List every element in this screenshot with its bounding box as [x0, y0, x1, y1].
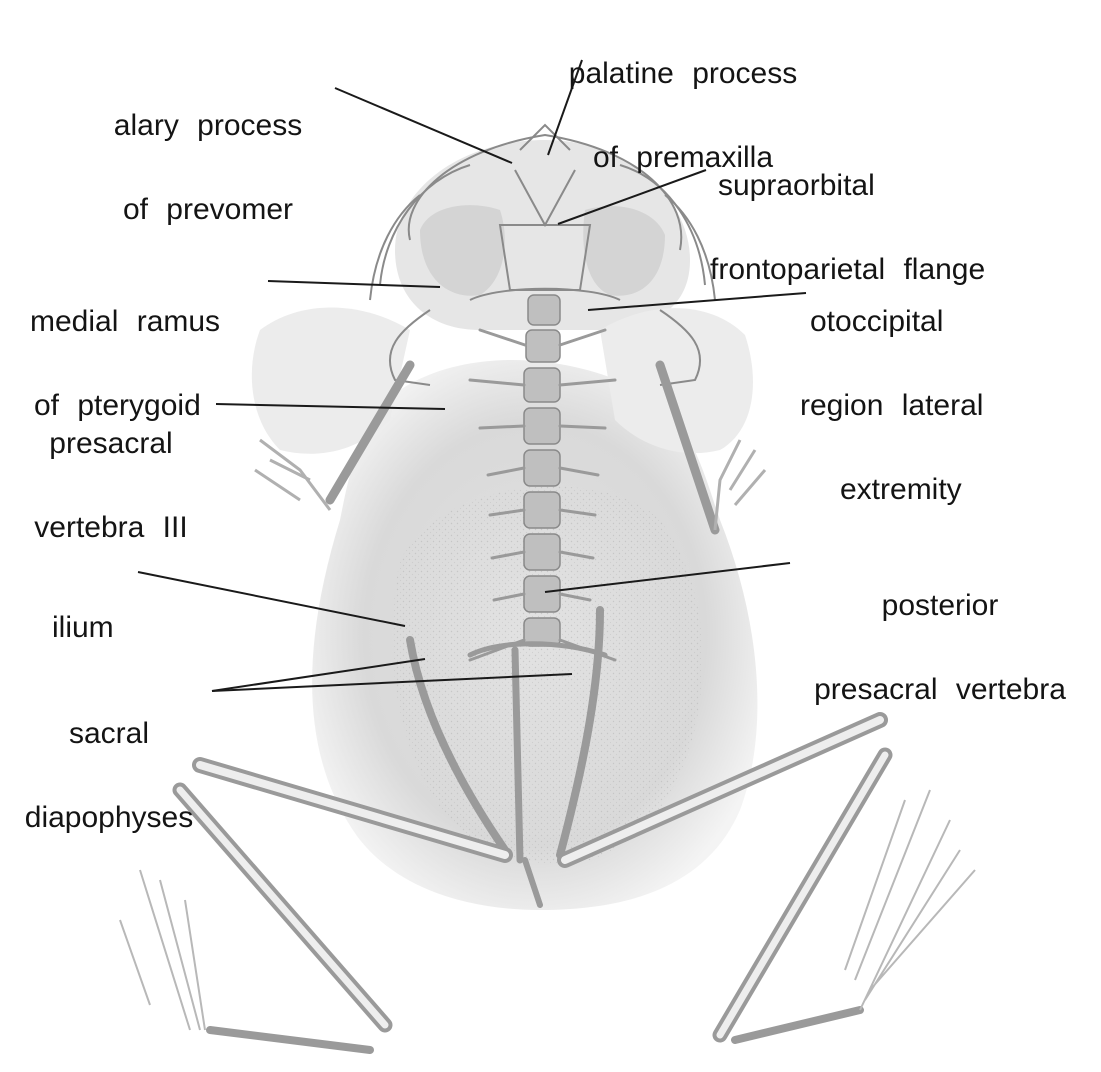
- label-line: vertebra III: [6, 514, 216, 542]
- label-line: region lateral: [800, 392, 1100, 420]
- label-posterior-presacral: posterior presacral vertebra: [790, 536, 1090, 760]
- label-line: supraorbital: [710, 172, 985, 200]
- vertebral-column: [524, 295, 560, 646]
- label-line: ilium: [52, 614, 125, 642]
- label-line: presacral: [6, 430, 216, 458]
- label-line: posterior: [790, 592, 1090, 620]
- label-alary-process: alary process of prevomer: [78, 56, 338, 280]
- label-line: extremity: [800, 476, 1100, 504]
- label-line: alary process: [78, 112, 338, 140]
- label-sacral-diapophyses: sacral diapophyses: [4, 664, 214, 888]
- label-line: presacral vertebra: [790, 676, 1090, 704]
- label-otoccipital: otoccipital region lateral extremity: [800, 252, 1100, 560]
- label-line: sacral: [4, 720, 214, 748]
- label-line: of prevomer: [78, 196, 338, 224]
- leader-alary-process: [335, 88, 512, 163]
- label-line: palatine process: [538, 60, 828, 88]
- label-line: medial ramus: [30, 308, 220, 336]
- label-line: otoccipital: [800, 308, 1100, 336]
- label-line: diapophyses: [4, 804, 214, 832]
